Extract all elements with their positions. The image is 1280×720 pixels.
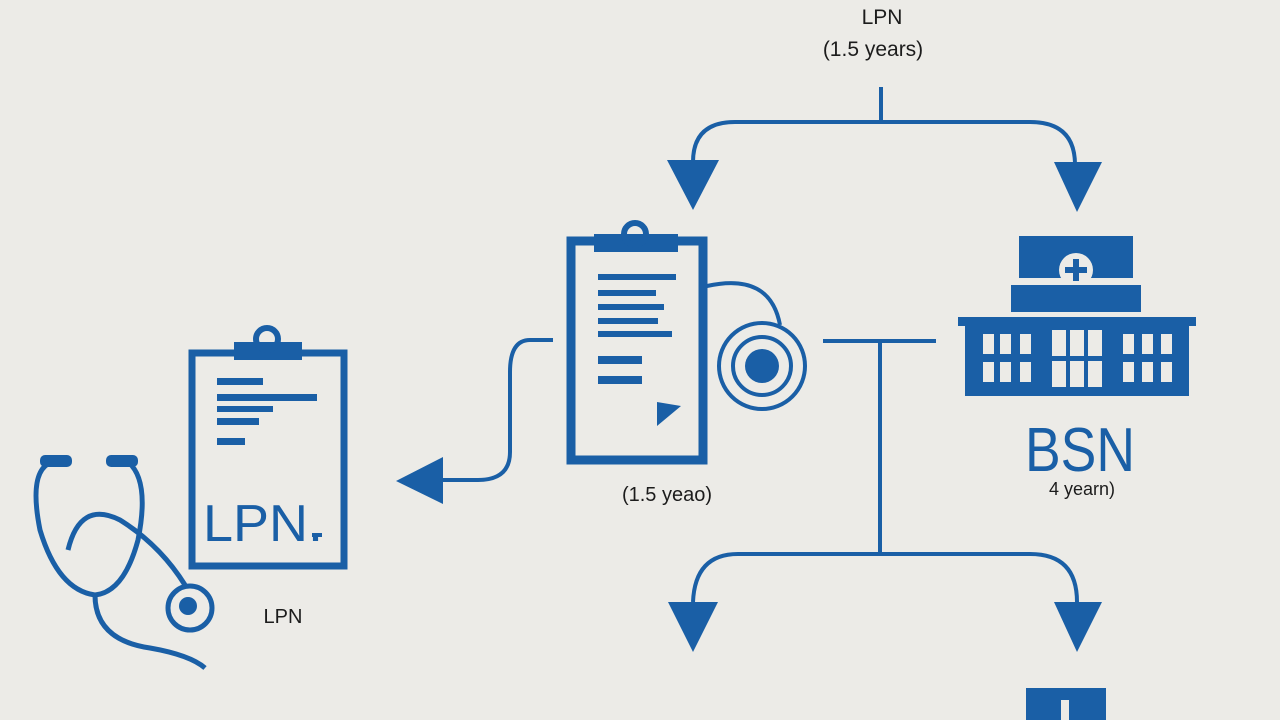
- middle-stethoscope-icon: [706, 281, 807, 411]
- stethoscope-icon: [33, 455, 215, 670]
- hospital-icon: [958, 236, 1196, 396]
- arrow-down-right-top: [1054, 162, 1102, 212]
- middle-clipboard-icon: [566, 220, 708, 465]
- top-branch-connector: [691, 87, 1077, 166]
- middle-subtitle: (1.5 yeao): [621, 484, 713, 506]
- left-clipboard-icon: [188, 325, 348, 570]
- arrow-left: [396, 457, 443, 504]
- arrow-down-left-bottom: [668, 602, 718, 652]
- bsn-subtitle: 4 yearn): [1048, 479, 1116, 499]
- top-subtitle: (1.5 years): [822, 38, 924, 61]
- arrow-down-left-top: [667, 160, 719, 210]
- top-title: LPN: [861, 6, 903, 29]
- hospital-icon-partial: [1026, 688, 1106, 720]
- left-bottom-label: LPN: [263, 606, 303, 628]
- left-clipboard-text: LPN.: [203, 495, 323, 553]
- arrow-down-right-bottom: [1054, 602, 1102, 652]
- bsn-title: BSN: [1025, 416, 1135, 485]
- right-branch-connector: [691, 339, 1079, 603]
- left-connector: [436, 338, 553, 482]
